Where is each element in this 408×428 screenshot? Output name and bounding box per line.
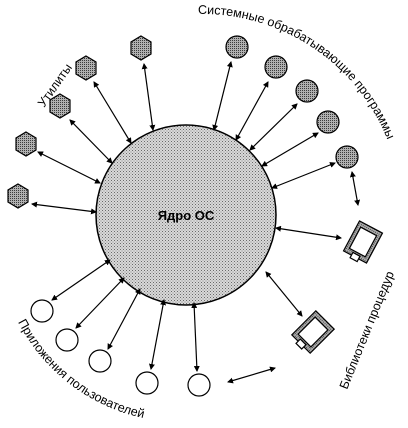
system-program-circle	[225, 35, 249, 59]
user-apps-group	[30, 299, 211, 397]
utility-hexagon	[15, 131, 37, 157]
utilities-group	[7, 35, 152, 209]
user-app-circle	[55, 328, 79, 352]
arrow	[275, 225, 342, 241]
arrow	[69, 119, 113, 164]
system-program-circle	[264, 55, 288, 79]
system-program-circle	[316, 110, 340, 134]
arrow	[93, 81, 132, 144]
utility-hexagon	[75, 55, 97, 81]
arrow	[51, 259, 111, 301]
user-app-circle	[30, 299, 54, 323]
user-app-circle	[135, 371, 159, 395]
arrow	[271, 162, 336, 189]
arrow	[191, 302, 200, 372]
os-kernel-label: Ядро ОС	[158, 208, 215, 223]
arrow	[212, 61, 233, 131]
os-kernel-circle	[95, 124, 277, 306]
libraries-label: Библиотеки процедур	[337, 269, 397, 391]
utility-hexagon	[7, 183, 29, 209]
connection-arrows	[31, 61, 361, 384]
library-block	[290, 309, 336, 355]
arrow	[75, 277, 125, 329]
arrow	[141, 63, 156, 131]
arrow	[261, 132, 319, 167]
utility-hexagon	[49, 93, 71, 119]
library-block	[342, 220, 384, 264]
arrow	[235, 81, 269, 141]
arrow	[227, 366, 276, 384]
system-program-circle	[295, 79, 319, 103]
user-app-circle	[187, 373, 211, 397]
utility-hexagon	[130, 35, 152, 61]
arrow	[37, 151, 101, 184]
user-apps-text: Приложения пользователей	[15, 317, 146, 421]
arrow	[107, 288, 141, 350]
libraries-group	[290, 220, 384, 355]
system-programs-group	[225, 35, 359, 169]
system-program-circle	[335, 145, 359, 169]
user-apps-label: Приложения пользователей	[15, 317, 146, 421]
arrow	[265, 271, 303, 317]
user-app-circle	[88, 349, 112, 373]
arrow	[249, 103, 298, 151]
arrow	[349, 171, 361, 206]
arrow	[31, 201, 97, 215]
arrow	[148, 299, 167, 370]
